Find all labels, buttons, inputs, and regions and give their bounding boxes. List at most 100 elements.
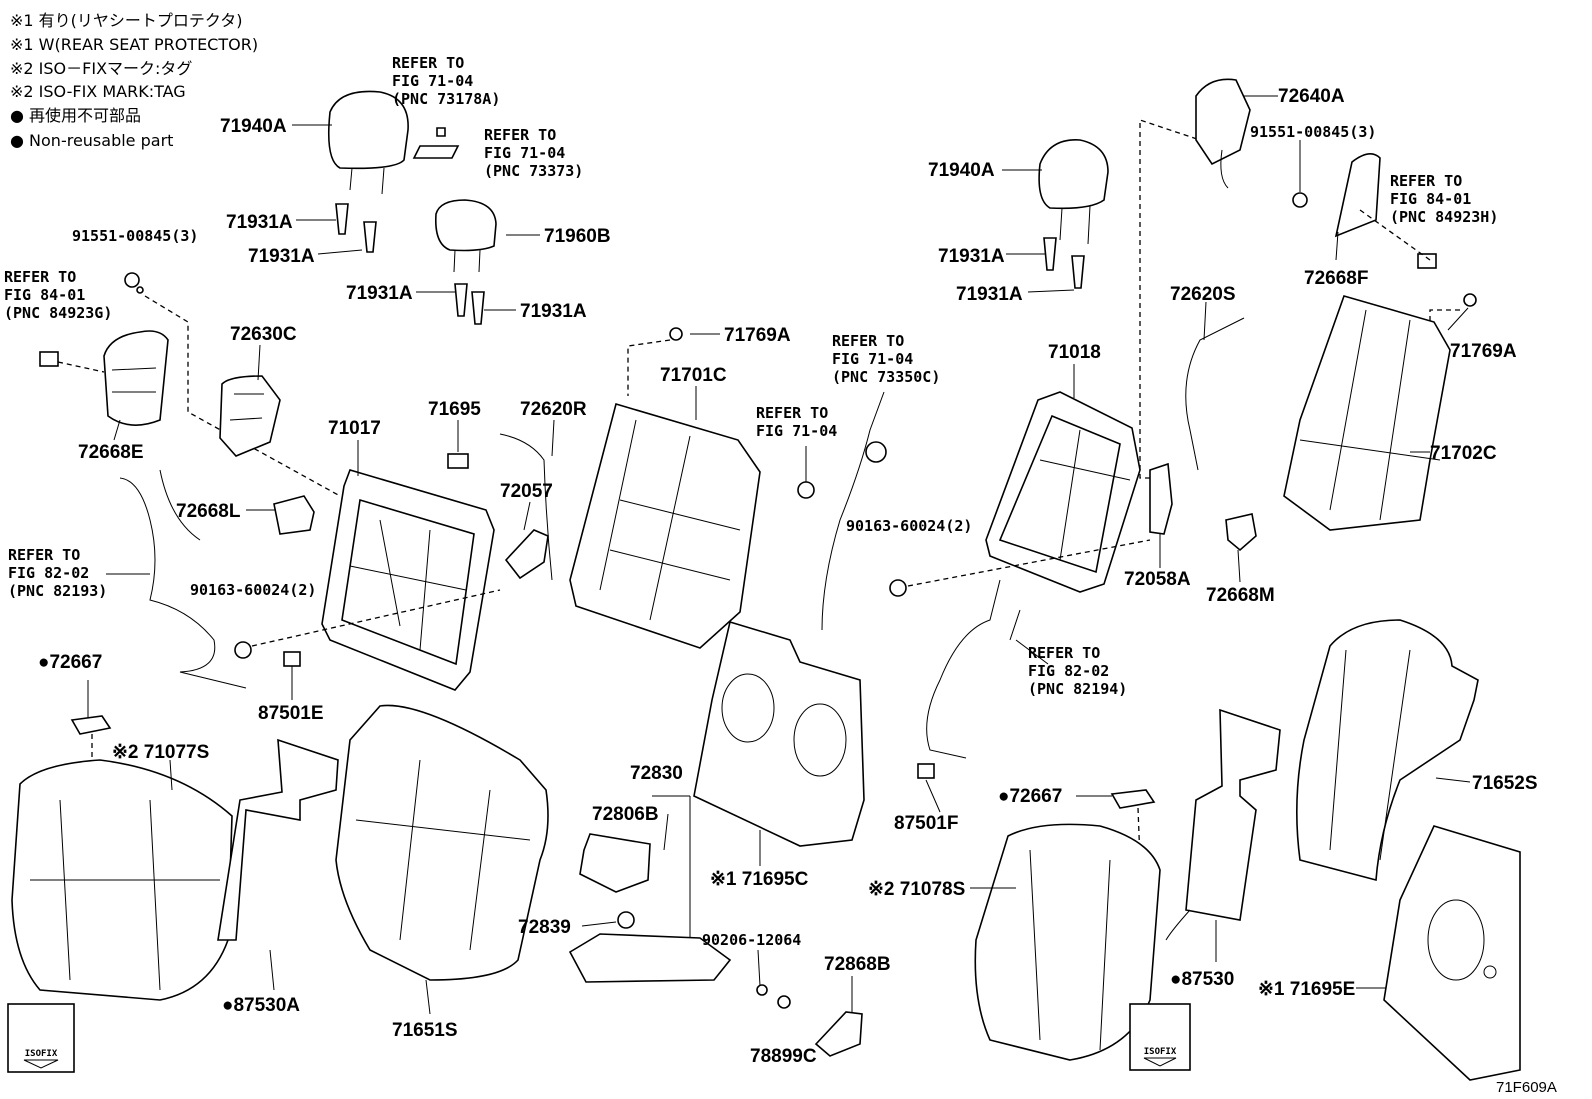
label-72806B[interactable]: 72806B <box>592 804 659 825</box>
label-71940A-right[interactable]: 71940A <box>928 160 995 181</box>
label-71960B[interactable]: 71960B <box>544 226 611 247</box>
bolt-90163-left[interactable] <box>234 641 252 659</box>
cover-72668E[interactable] <box>103 330 169 426</box>
cover-72668F[interactable] <box>1334 153 1381 238</box>
protector-71695C[interactable] <box>693 620 865 847</box>
label-72868B[interactable]: 72868B <box>824 954 891 975</box>
bolt-71769A-right[interactable] <box>1463 293 1477 307</box>
refer-73373[interactable]: REFER TO FIG 71-04 (PNC 73373) <box>484 126 583 180</box>
label-71769A-center[interactable]: 71769A <box>724 325 791 346</box>
label-72630C[interactable]: 72630C <box>230 324 297 345</box>
label-90206[interactable]: 90206-12064 <box>702 931 801 949</box>
board-71701C[interactable] <box>569 402 761 649</box>
label-71017[interactable]: 71017 <box>328 418 381 439</box>
label-71078S[interactable]: ※2 71078S <box>868 879 965 900</box>
cover-72668L[interactable] <box>273 495 315 535</box>
cover-71077S[interactable] <box>11 759 233 1001</box>
protector-71695E[interactable] <box>1383 825 1521 1081</box>
headrest-71940A-left[interactable] <box>327 90 409 195</box>
clip-72667-left[interactable] <box>70 715 112 735</box>
bolt-90163-right[interactable] <box>889 579 907 597</box>
cable-72620S[interactable] <box>1185 317 1245 471</box>
clip-87501E[interactable] <box>283 651 301 667</box>
lock-72630C[interactable] <box>219 375 281 457</box>
cap-78899C[interactable] <box>777 995 791 1009</box>
label-91551-left[interactable]: 91551-00845(3) <box>72 227 198 245</box>
label-71940A-left[interactable]: 71940A <box>220 116 287 137</box>
refer-82193[interactable]: REFER TO FIG 82-02 (PNC 82193) <box>8 546 107 600</box>
screw-90206[interactable] <box>756 984 768 996</box>
label-87530A[interactable]: ●87530A <box>222 995 300 1016</box>
release-72058A[interactable] <box>1149 462 1173 535</box>
holder-72806B[interactable] <box>579 833 651 893</box>
board-71702C[interactable] <box>1283 295 1451 531</box>
guide-71931A-1[interactable] <box>335 203 349 235</box>
bracket-72668M[interactable] <box>1225 513 1257 552</box>
label-72668E[interactable]: 72668E <box>78 442 144 463</box>
pad-71695[interactable] <box>447 453 469 469</box>
bolt-91551-left[interactable] <box>124 272 144 294</box>
armrest-72830[interactable] <box>568 796 732 983</box>
label-72640A[interactable]: 72640A <box>1278 86 1345 107</box>
cover-71652S[interactable] <box>1296 619 1479 882</box>
label-90163-right[interactable]: 90163-60024(2) <box>846 517 972 535</box>
label-71701C[interactable]: 71701C <box>660 365 727 386</box>
guide-71931A-4[interactable] <box>471 291 485 325</box>
cable-72620R[interactable] <box>499 433 553 581</box>
guide-71931A-2[interactable] <box>363 221 377 253</box>
label-71931A-1[interactable]: 71931A <box>226 212 293 233</box>
label-72830[interactable]: 72830 <box>630 763 683 784</box>
label-71931A-2[interactable]: 71931A <box>248 246 315 267</box>
label-71931A-4[interactable]: 71931A <box>520 301 587 322</box>
headrest-71940A-right[interactable] <box>1038 139 1109 245</box>
label-71931A-5[interactable]: 71931A <box>938 246 1005 267</box>
label-71018[interactable]: 71018 <box>1048 342 1101 363</box>
label-71931A-3[interactable]: 71931A <box>346 283 413 304</box>
refer-73178A[interactable]: REFER TO FIG 71-04 (PNC 73178A) <box>392 54 500 108</box>
heater-87530A[interactable] <box>217 738 339 941</box>
label-72668M[interactable]: 72668M <box>1206 585 1275 606</box>
cover-72868B[interactable] <box>814 1011 863 1057</box>
label-72839[interactable]: 72839 <box>518 917 571 938</box>
heater-87530[interactable] <box>1165 708 1281 941</box>
label-72620S[interactable]: 72620S <box>1170 284 1236 305</box>
guide-71931A-5[interactable] <box>1043 237 1057 271</box>
label-72057[interactable]: 72057 <box>500 481 553 502</box>
label-90163-left[interactable]: 90163-60024(2) <box>190 581 316 599</box>
frame-71017[interactable] <box>321 469 495 691</box>
refer-82194[interactable]: REFER TO FIG 82-02 (PNC 82194) <box>1028 644 1127 698</box>
refer-71-04-nut[interactable]: REFER TO FIG 71-04 <box>756 404 837 440</box>
label-72668F[interactable]: 72668F <box>1304 268 1368 289</box>
clip-72667-right[interactable] <box>1110 789 1156 809</box>
label-71695E[interactable]: ※1 71695E <box>1258 979 1355 1000</box>
guide-71931A-6[interactable] <box>1071 255 1085 289</box>
label-71651S[interactable]: 71651S <box>392 1020 458 1041</box>
label-71702C[interactable]: 71702C <box>1430 443 1497 464</box>
bolt-91551-right[interactable] <box>1292 192 1308 208</box>
label-91551-right[interactable]: 91551-00845(3) <box>1250 123 1376 141</box>
label-72667-left[interactable]: ●72667 <box>38 652 102 673</box>
label-78899C[interactable]: 78899C <box>750 1046 817 1067</box>
release-72057[interactable] <box>504 529 549 580</box>
guide-71931A-3[interactable] <box>454 283 468 317</box>
label-71695[interactable]: 71695 <box>428 399 481 420</box>
pad-71651S[interactable] <box>335 704 549 981</box>
lock-72640A[interactable] <box>1195 78 1251 189</box>
label-71695C[interactable]: ※1 71695C <box>710 869 809 890</box>
refer-84923H[interactable]: REFER TO FIG 84-01 (PNC 84923H) <box>1390 172 1498 226</box>
cap-72839[interactable] <box>617 911 635 929</box>
refer-84923G[interactable]: REFER TO FIG 84-01 (PNC 84923G) <box>4 268 112 322</box>
refer-73350C[interactable]: REFER TO FIG 71-04 (PNC 73350C) <box>832 332 940 386</box>
label-87501F[interactable]: 87501F <box>894 813 958 834</box>
label-87530[interactable]: ●87530 <box>1170 969 1234 990</box>
label-71652S[interactable]: 71652S <box>1472 773 1538 794</box>
bolt-71769A-center[interactable] <box>669 327 683 341</box>
clip-87501F[interactable] <box>917 763 935 779</box>
label-72058A[interactable]: 72058A <box>1124 569 1191 590</box>
label-72667-right[interactable]: ●72667 <box>998 786 1062 807</box>
frame-71018[interactable] <box>985 391 1141 593</box>
label-71769A-right[interactable]: 71769A <box>1450 341 1517 362</box>
label-72668L[interactable]: 72668L <box>176 501 241 522</box>
label-87501E[interactable]: 87501E <box>258 703 324 724</box>
label-72620R[interactable]: 72620R <box>520 399 587 420</box>
